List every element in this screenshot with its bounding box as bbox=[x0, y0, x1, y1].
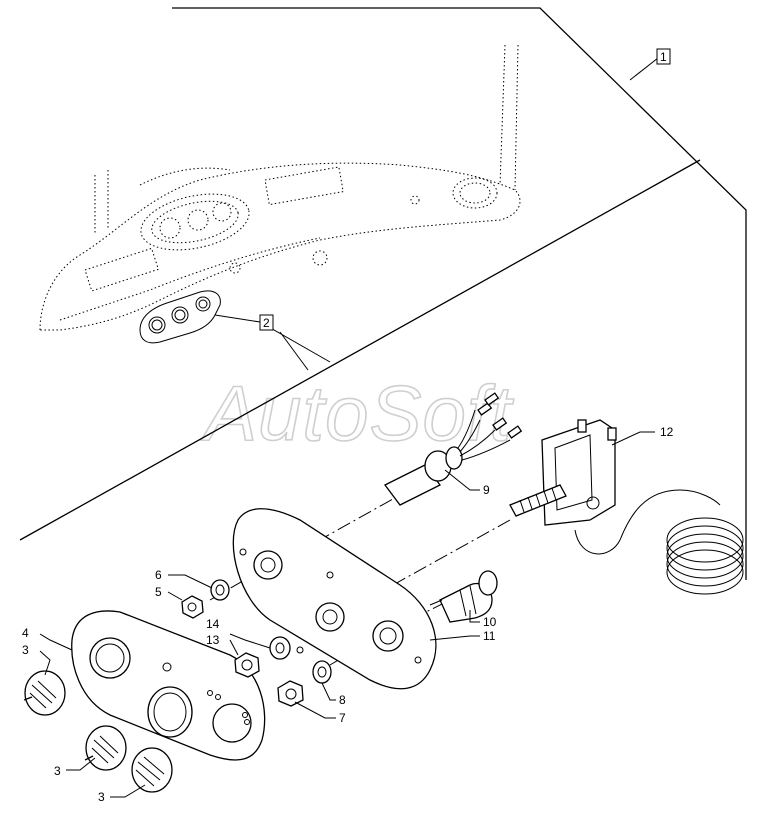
back-plate bbox=[232, 508, 437, 690]
washer-8 bbox=[312, 660, 332, 684]
callout-14: 14 bbox=[206, 617, 220, 631]
callout-6: 6 bbox=[155, 568, 162, 582]
dashboard-heater-panel bbox=[139, 290, 331, 371]
svg-text:2: 2 bbox=[263, 316, 270, 330]
switch-10 bbox=[429, 570, 498, 623]
callout-3c: 3 bbox=[98, 790, 105, 804]
callout-13: 13 bbox=[206, 633, 220, 647]
detail-frame bbox=[19, 7, 747, 580]
knob-1 bbox=[23, 670, 66, 716]
callout-11: 11 bbox=[483, 629, 496, 643]
watermark: AutoSoft bbox=[201, 369, 515, 457]
nut-5 bbox=[181, 595, 204, 619]
front-face-plate bbox=[71, 610, 266, 761]
knob-3 bbox=[131, 747, 173, 793]
callout-box-2: 2 bbox=[259, 314, 274, 331]
washer-14 bbox=[269, 636, 291, 660]
leader-lines bbox=[39, 431, 655, 798]
nut-7 bbox=[277, 680, 304, 707]
callout-3b: 3 bbox=[54, 764, 61, 778]
callout-8: 8 bbox=[339, 693, 346, 707]
svg-text:1: 1 bbox=[660, 50, 667, 64]
dashboard-phantom bbox=[39, 44, 521, 331]
capillary-coil bbox=[666, 517, 744, 595]
callout-12: 12 bbox=[660, 425, 674, 439]
callout-4: 4 bbox=[22, 626, 29, 640]
rotary-switch-9 bbox=[384, 392, 523, 506]
washer-6 bbox=[210, 579, 230, 601]
callout-10: 10 bbox=[483, 615, 497, 629]
nut-13 bbox=[234, 652, 260, 678]
callout-7: 7 bbox=[339, 711, 346, 725]
callout-9: 9 bbox=[483, 483, 490, 497]
knob-2 bbox=[84, 725, 127, 771]
callout-3a: 3 bbox=[22, 643, 29, 657]
callout-5: 5 bbox=[155, 585, 162, 599]
thermostat-12 bbox=[509, 419, 744, 595]
callout-box-1: 1 bbox=[656, 48, 671, 65]
